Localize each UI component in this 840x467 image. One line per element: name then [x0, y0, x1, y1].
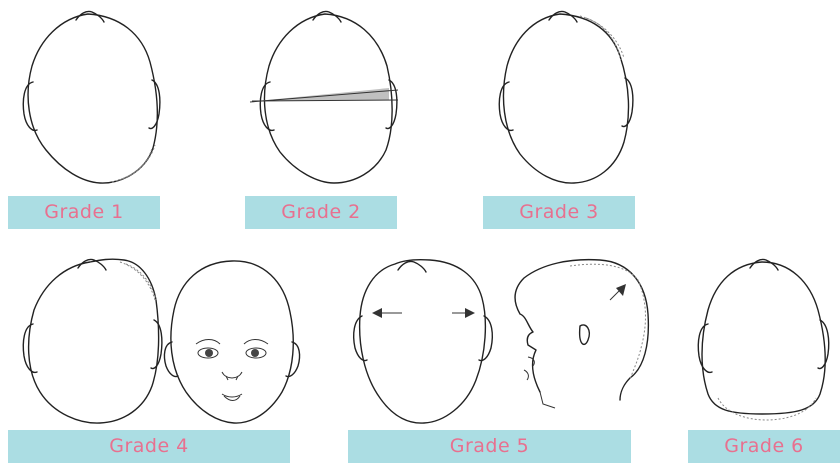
head-grade-5-top [354, 260, 493, 423]
head-grade-3 [499, 11, 633, 183]
label-grade-3: Grade 3 [483, 196, 635, 229]
head-grade-4-top [23, 259, 162, 423]
head-grade-2 [250, 11, 398, 183]
baby-face-front [164, 261, 299, 423]
tilt-shading [257, 88, 389, 101]
head-grade-5-side [515, 260, 648, 408]
label-grade-1: Grade 1 [8, 196, 160, 229]
label-grade-2: Grade 2 [245, 196, 397, 229]
label-grade-5: Grade 5 [348, 430, 631, 463]
label-grade-4: Grade 4 [8, 430, 290, 463]
head-grade-6 [698, 259, 828, 420]
head-grade-1 [23, 11, 160, 183]
label-grade-6: Grade 6 [688, 430, 840, 463]
